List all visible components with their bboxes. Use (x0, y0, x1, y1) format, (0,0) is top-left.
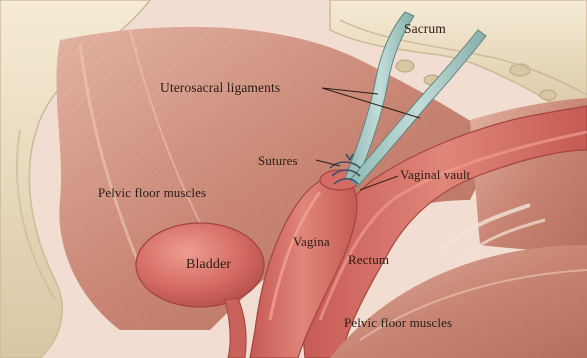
label-sacrum: Sacrum (404, 22, 446, 36)
label-pelvic-floor-muscles-left: Pelvic floor muscles (98, 186, 206, 199)
label-vaginal-vault: Vaginal vault (400, 168, 470, 181)
label-vagina: Vagina (293, 235, 330, 248)
label-uterosacral-ligaments: Uterosacral ligaments (160, 81, 280, 95)
label-pelvic-floor-muscles-right: Pelvic floor muscles (344, 316, 452, 329)
label-bladder: Bladder (186, 258, 231, 272)
label-rectum: Rectum (348, 253, 389, 266)
label-sutures: Sutures (258, 154, 298, 167)
